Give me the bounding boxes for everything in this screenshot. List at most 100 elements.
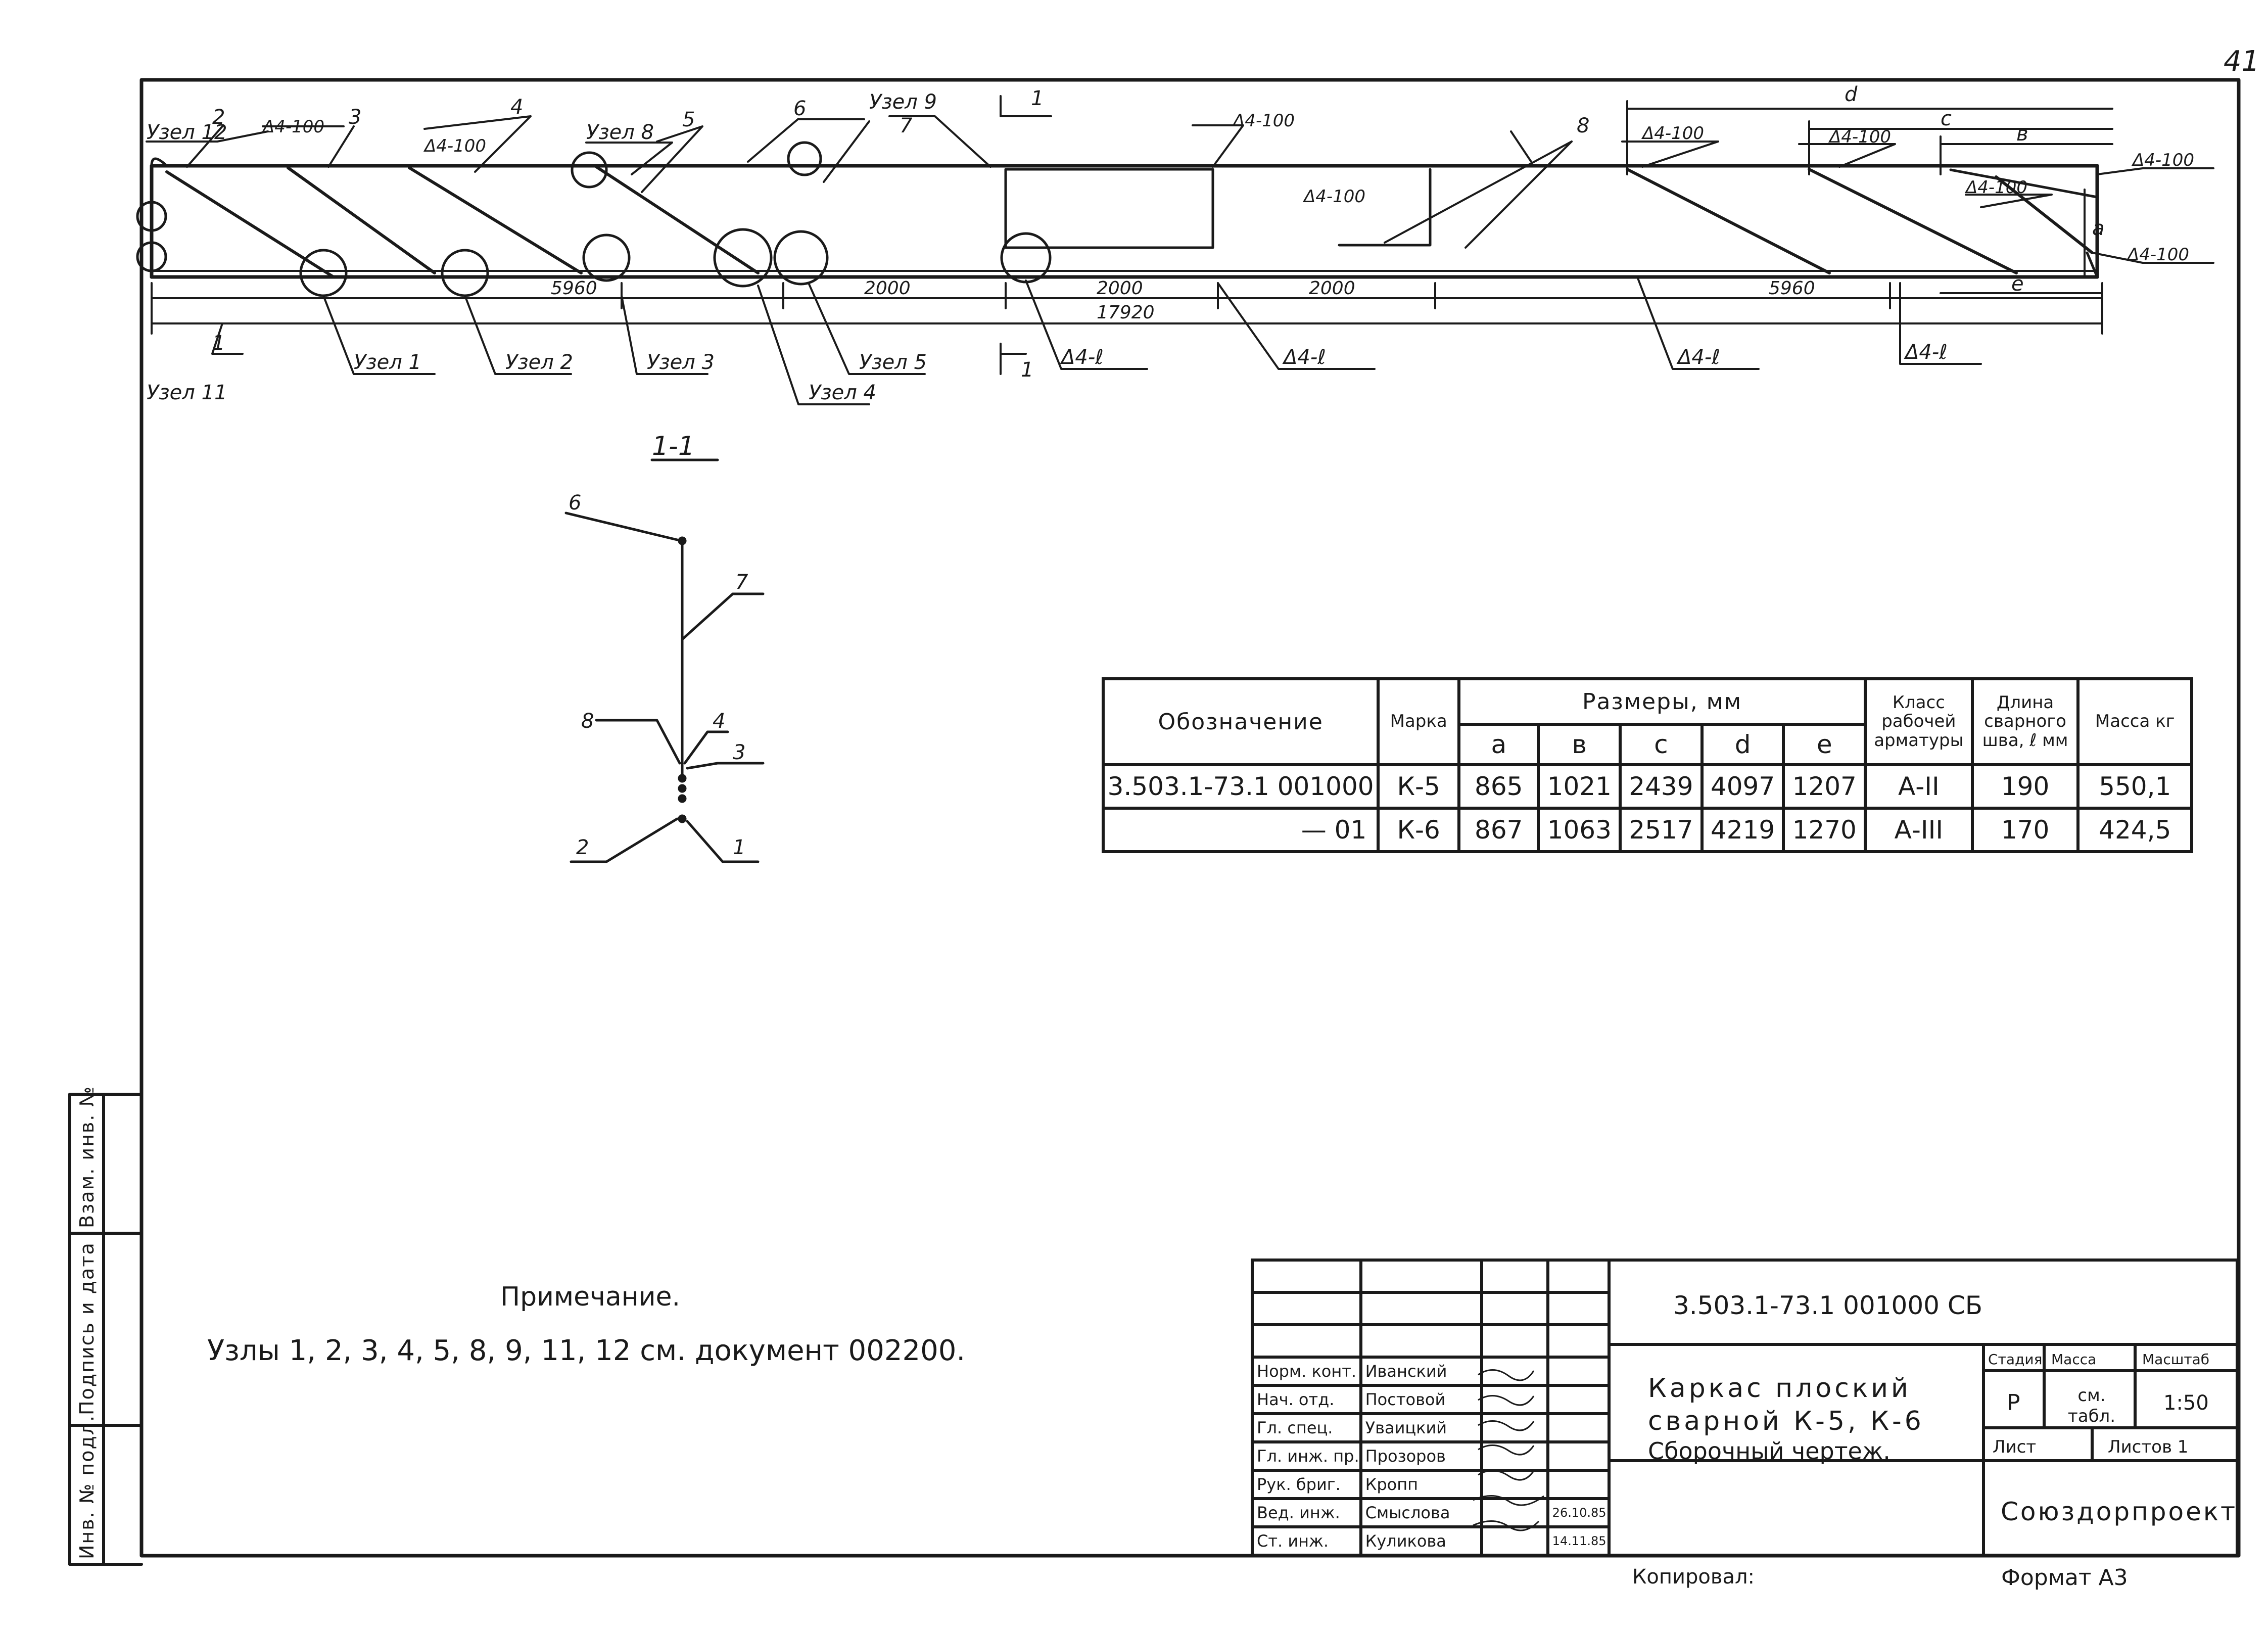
- weld-label-top-2: Δ4-100: [423, 136, 486, 156]
- leader-lines: [146, 95, 2214, 405]
- signer-signature: [1480, 1412, 1549, 1443]
- section-label-7: 7: [735, 571, 748, 594]
- format-label: Формат А3: [2001, 1565, 2128, 1591]
- section-1-1-diagram: [564, 458, 765, 863]
- section-mark-bottom: 1: [1021, 358, 1033, 382]
- th-c: c: [1619, 723, 1704, 766]
- cell-class: А-III: [1864, 807, 1974, 853]
- signer-date: [1546, 1355, 1611, 1387]
- cell-weld: 190: [1970, 763, 2080, 810]
- signer-name: Иванский: [1359, 1355, 1484, 1387]
- scale-label: Масштаб: [2142, 1351, 2210, 1368]
- note-text: Узлы 1, 2, 3, 4, 5, 8, 9, 11, 12 см. док…: [207, 1334, 966, 1367]
- dim-a-label: a: [2092, 217, 2105, 240]
- cell-b: 1021: [1537, 763, 1622, 810]
- cell-mark: К-5: [1377, 763, 1461, 810]
- title-block: Норм. конт. Иванский Нач. отд. Постовой …: [1251, 1259, 2239, 1557]
- stage-label: Стадия: [1988, 1351, 2043, 1368]
- weld-label-top-4: Δ4-100: [1641, 123, 1704, 144]
- callout-pos-5: 5: [682, 108, 695, 131]
- signer-name: Кропп: [1359, 1468, 1484, 1500]
- dim-mid-1: 2000: [864, 278, 911, 299]
- dim-b-label: в: [2016, 122, 2028, 146]
- signer-row: Гл. спец. Уваицкий: [1251, 1412, 1611, 1443]
- stamp-inv-vzam: Взам. инв. №: [76, 1085, 98, 1228]
- th-designation: Обозначение: [1101, 677, 1380, 766]
- node-circles: [136, 141, 1052, 297]
- section-label-1: 1: [733, 836, 745, 859]
- dim-c-label: c: [1941, 107, 1952, 130]
- callout-pos-2: 2: [212, 106, 225, 129]
- callout-node4: Узел 4: [809, 381, 876, 404]
- weld-label-bottom-4: Δ4-ℓ: [1904, 341, 1948, 364]
- callout-pos-1: 1: [212, 332, 225, 355]
- organization: Союздорпроект: [2001, 1497, 2238, 1526]
- section-label-8: 8: [581, 710, 594, 733]
- signer-date: 14.11.85: [1546, 1525, 1611, 1557]
- mass-value: см. табл.: [2067, 1385, 2116, 1426]
- weld-label-top-3: Δ4-100: [1232, 111, 1295, 131]
- callout-node1: Узел 1: [354, 351, 421, 374]
- callout-pos-8: 8: [1577, 114, 1589, 137]
- title-block-signers: Норм. конт. Иванский Нач. отд. Постовой …: [1251, 1259, 1611, 1557]
- signer-date: [1546, 1440, 1611, 1472]
- section-title: 1-1: [652, 431, 695, 461]
- cell-d: 4219: [1700, 807, 1785, 853]
- callout-node11: Узел 11: [147, 381, 227, 404]
- signer-name: Куликова: [1359, 1525, 1484, 1557]
- dim-d-label: d: [1845, 83, 1858, 106]
- sheet-label: Лист: [1993, 1437, 2037, 1457]
- doc-code: 3.503.1-73.1 001000 СБ: [1673, 1291, 1983, 1320]
- signer-row: Нач. отд. Постовой: [1251, 1383, 1611, 1415]
- signer-row: Ст. инж. Куликова 14.11.85: [1251, 1525, 1611, 1557]
- cell-designation: 3.503.1-73.1 001000: [1101, 763, 1380, 810]
- stage-value: Р: [2007, 1390, 2020, 1416]
- th-mark: Марка: [1377, 677, 1461, 766]
- th-mass: Масса кг: [2076, 677, 2193, 766]
- dim-right-span: 5960: [1769, 278, 1815, 299]
- callout-pos-4: 4: [510, 96, 523, 119]
- section-mark-top: 1: [1031, 87, 1044, 110]
- dim-mid-2: 2000: [1097, 278, 1143, 299]
- truss-elevation: [150, 157, 2099, 279]
- signer-date: [1546, 1412, 1611, 1443]
- cell-class: А-II: [1864, 763, 1974, 810]
- cell-weld: 170: [1970, 807, 2080, 853]
- title-line-1: Каркас плоский: [1648, 1373, 1911, 1404]
- section-label-2: 2: [576, 836, 589, 859]
- cell-e: 1207: [1782, 763, 1867, 810]
- title-line-3: Сборочный чертеж.: [1648, 1437, 1891, 1465]
- stamp-inv-orig: Инв. № подл.: [76, 1414, 98, 1559]
- weld-label-top-6: Δ4-100: [1964, 177, 2027, 198]
- signer-name: Прозоров: [1359, 1440, 1484, 1472]
- weld-label-mid: Δ4-100: [1302, 187, 1365, 207]
- cell-designation: — 01: [1101, 807, 1380, 853]
- cell-e: 1270: [1782, 807, 1867, 853]
- signer-signature: [1480, 1468, 1549, 1500]
- signer-date: [1546, 1383, 1611, 1415]
- section-label-6: 6: [569, 491, 581, 515]
- cell-d: 4097: [1700, 763, 1785, 810]
- copied-by: Копировал:: [1632, 1565, 1755, 1589]
- signer-role: Норм. конт.: [1251, 1355, 1362, 1387]
- signer-date: 26.10.85: [1546, 1497, 1611, 1528]
- th-d: d: [1700, 723, 1785, 766]
- callout-node3: Узел 3: [647, 351, 715, 374]
- table-row: — 01 К-6 867 1063 2517 4219 1270 А-III 1…: [1101, 807, 2193, 853]
- sheet-frame: [139, 78, 2241, 1558]
- section-label-3: 3: [733, 741, 745, 764]
- title-block-lines: [1473, 1343, 2239, 1557]
- weld-label-top-1: Δ4-100: [261, 117, 324, 137]
- callout-pos-3: 3: [349, 106, 361, 129]
- th-a: a: [1457, 723, 1540, 766]
- page-number: 41: [2224, 45, 2259, 78]
- callout-pos-6: 6: [793, 97, 806, 120]
- note-title: Примечание.: [500, 1282, 681, 1312]
- signer-row: Гл. инж. пр. Прозоров: [1251, 1440, 1611, 1472]
- signer-row: Вед. инж. Смыслова 26.10.85: [1251, 1497, 1611, 1528]
- signer-signature: [1480, 1525, 1549, 1557]
- th-e: e: [1782, 723, 1867, 766]
- callout-node9: Узел 9: [869, 90, 937, 114]
